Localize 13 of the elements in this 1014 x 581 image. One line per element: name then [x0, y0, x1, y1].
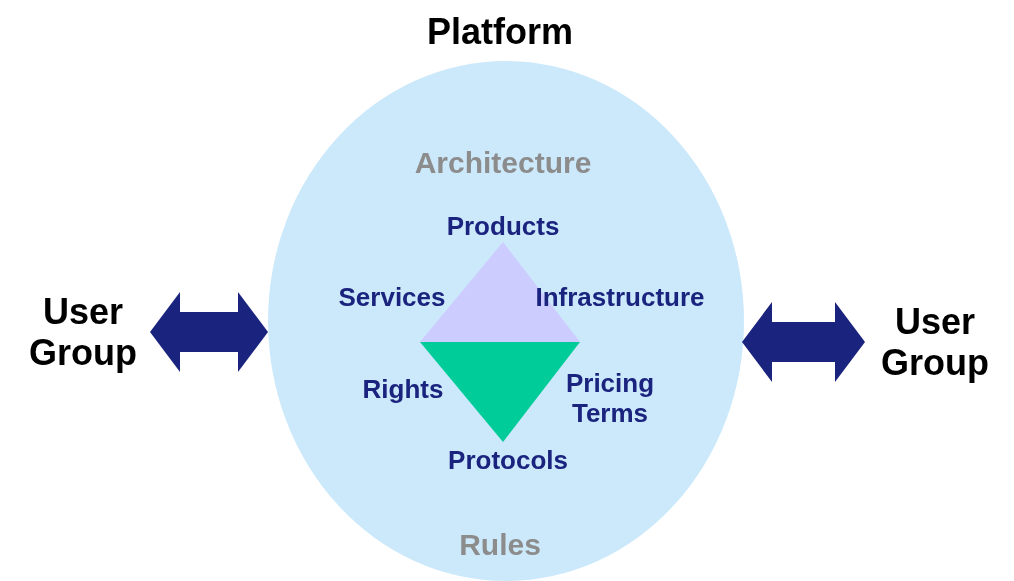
- double-arrow: [150, 292, 268, 372]
- double-arrow: [742, 302, 865, 382]
- group-label: User Group: [880, 300, 990, 384]
- section-label: Architecture: [414, 145, 592, 181]
- element-label: Pricing Terms: [564, 369, 656, 429]
- element-label: Products: [446, 212, 560, 242]
- heading: Platform: [427, 11, 573, 53]
- element-label: Infrastructure: [535, 283, 705, 313]
- element-label: Rights: [362, 375, 444, 405]
- group-label: User Group: [28, 290, 138, 374]
- section-label: Rules: [459, 527, 541, 563]
- element-label: Services: [338, 283, 446, 313]
- element-label: Protocols: [448, 446, 568, 476]
